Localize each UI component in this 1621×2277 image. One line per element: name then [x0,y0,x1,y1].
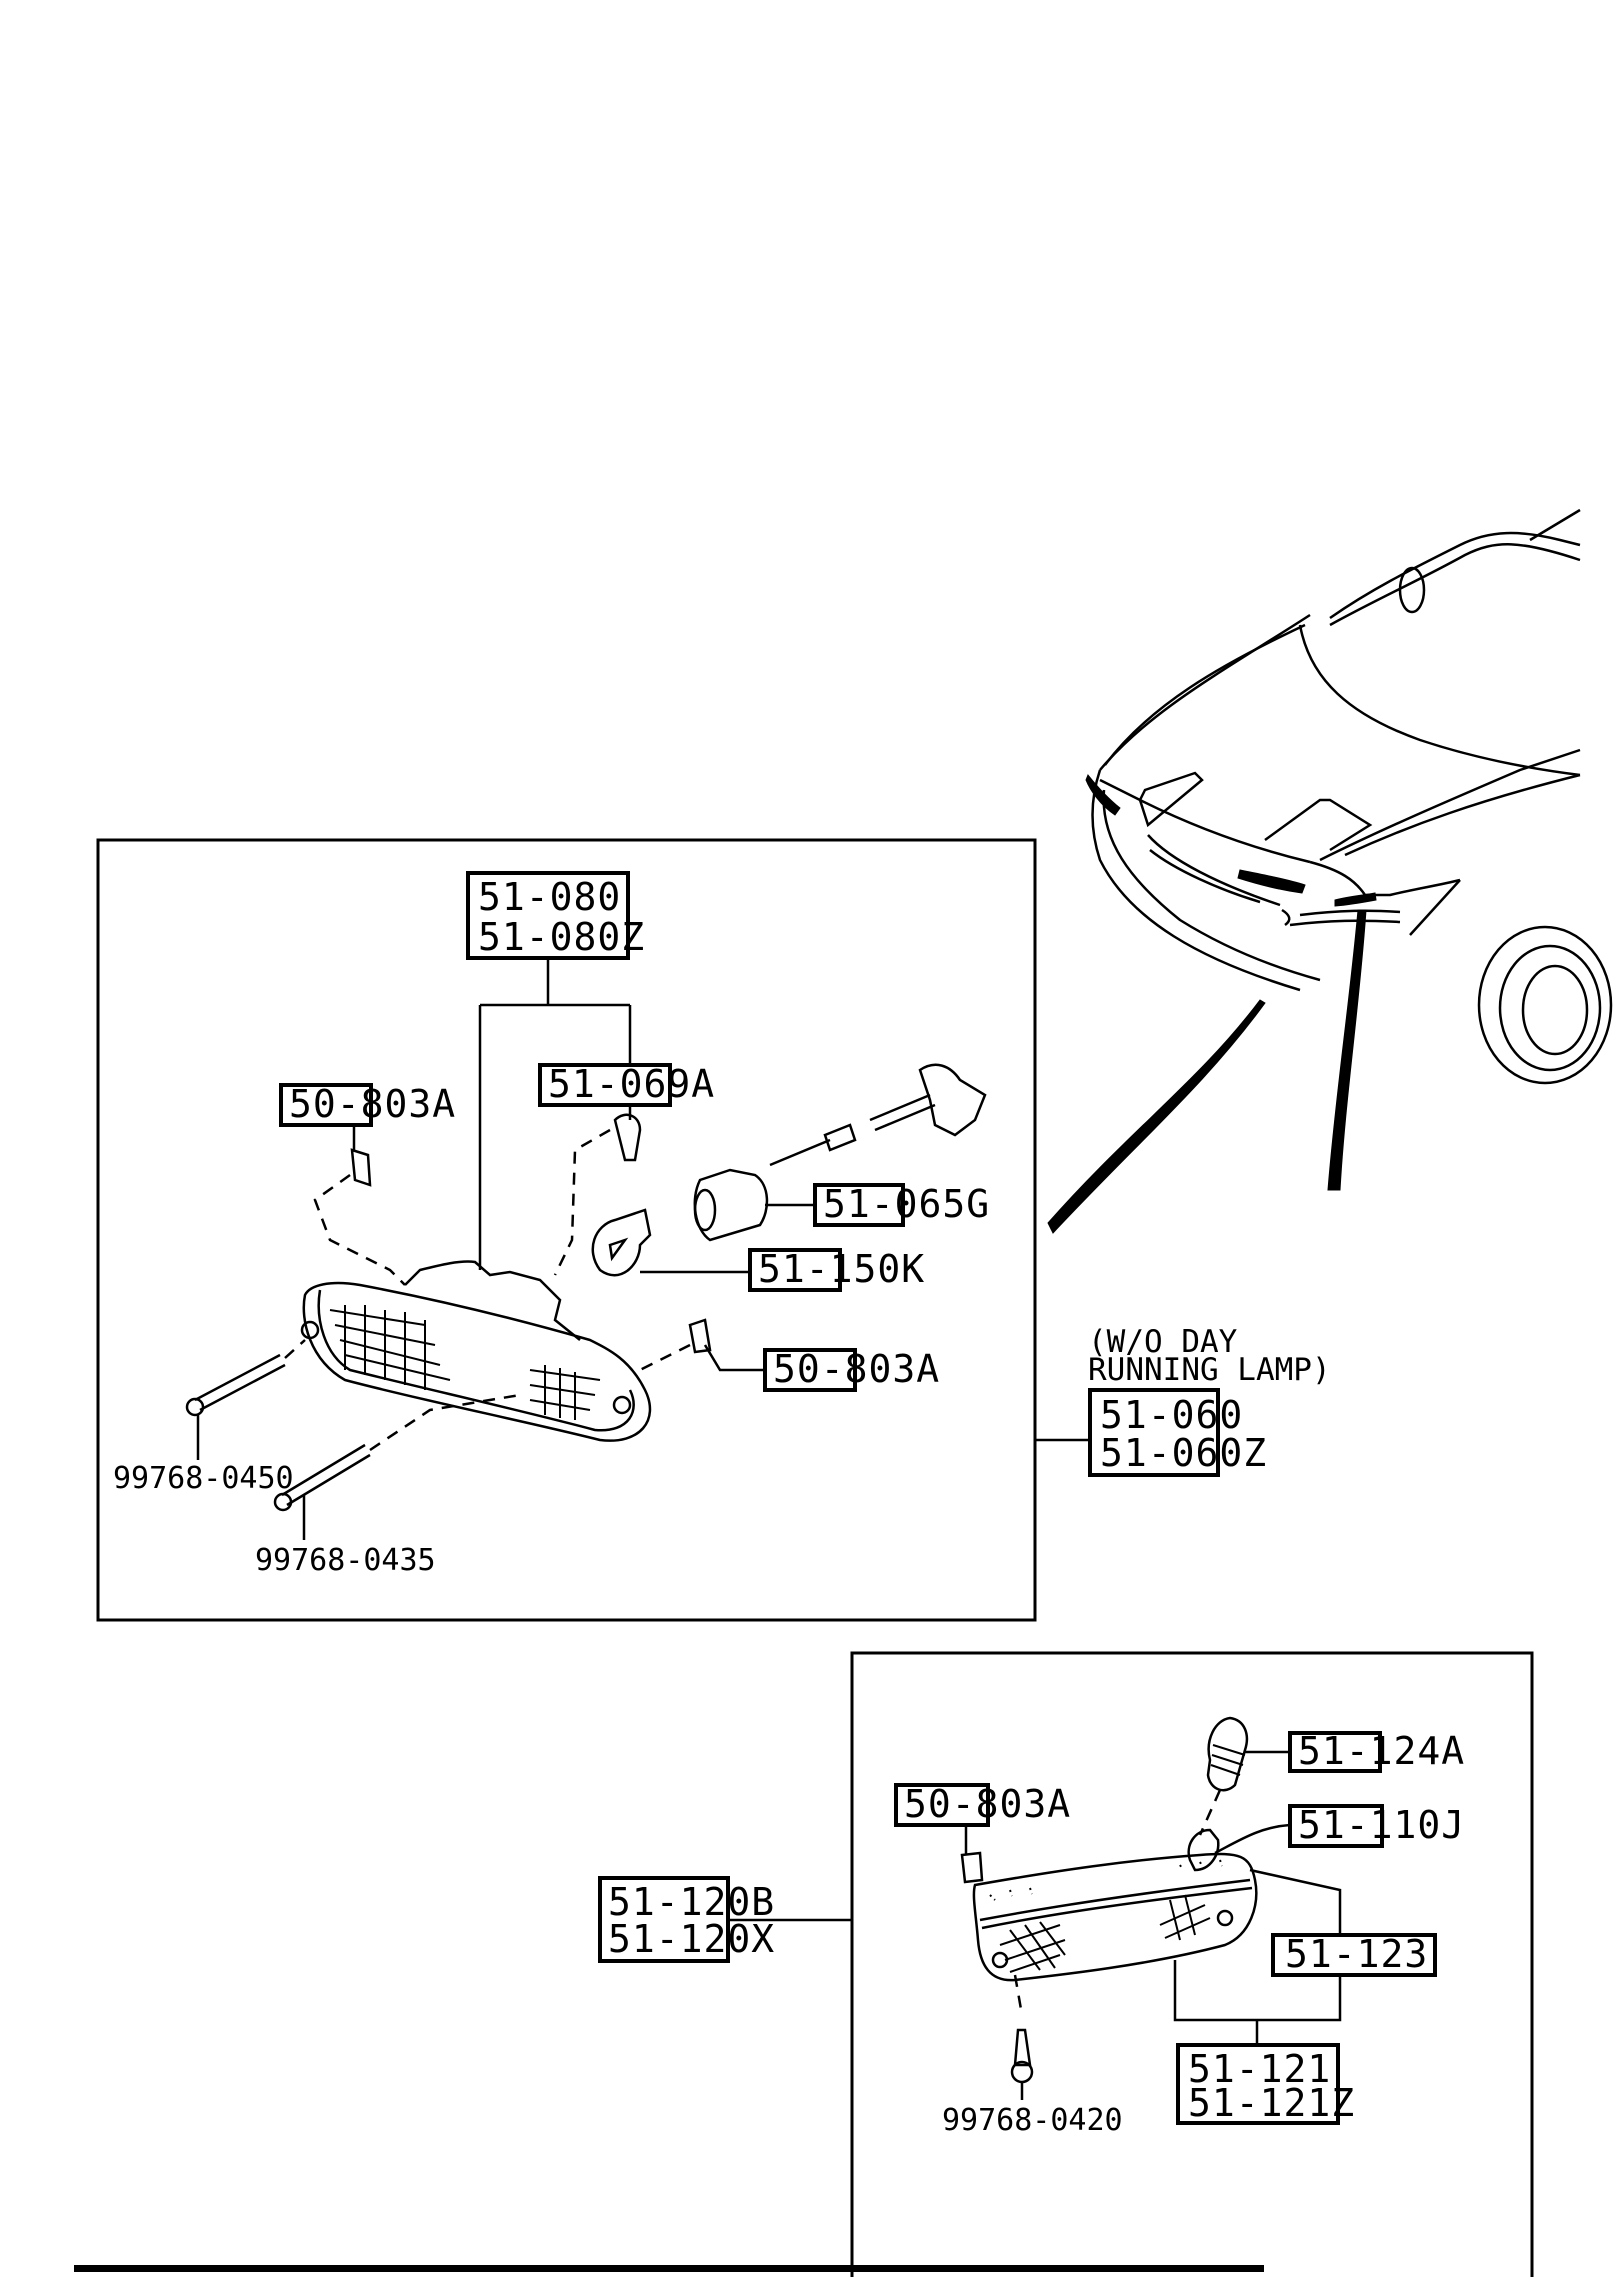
svg-text:51-110J: 51-110J [1298,1803,1465,1847]
car-illustration [1047,508,1613,1234]
part-label-50-803A-upper[interactable]: 50-803A [279,1082,456,1127]
headlight-cover-left [1138,771,1204,828]
screw-99768-0420 [1010,2028,1034,2100]
svg-text:51-080: 51-080 [478,875,621,919]
svg-text:51-124A: 51-124A [1298,1729,1465,1773]
svg-text:51-150K: 51-150K [758,1247,925,1291]
part-label-51-110J[interactable]: 51-110J [1288,1803,1465,1848]
svg-text:51-060Z: 51-060Z [1100,1431,1267,1475]
screw-99768-0450 [185,1339,306,1460]
headlight-cover-right [1264,798,1373,852]
headlight-slot [1085,774,1121,816]
note-line-1: (W/O DAY [1088,1324,1238,1360]
front-lamp-panel: 51-080 51-080Z 51-069A 50-803A [96,838,1037,1622]
svg-text:51-065G: 51-065G [823,1182,990,1226]
part-label-99768-0450[interactable]: 99768-0450 [113,1461,294,1496]
note-line-2: RUNNING LAMP) [1088,1352,1331,1388]
hood-edge [1104,623,1306,766]
wheel [1477,925,1613,1085]
front-fascia [1091,769,1301,992]
svg-text:50-803A: 50-803A [904,1782,1071,1826]
part-label-51-121[interactable]: 51-121 51-121Z [1176,2043,1355,2125]
pointer-to-side-marker [1327,909,1367,1191]
part-label-51-120B[interactable]: 51-120B 51-120X [598,1876,775,1963]
svg-text:51-120B: 51-120B [608,1880,775,1924]
socket-51-124A [1206,1716,1249,1792]
side-marker-frame [850,1651,1534,2277]
svg-text:51-123: 51-123 [1285,1932,1428,1976]
bottom-rule [74,2265,1264,2272]
svg-text:50-803A: 50-803A [289,1082,456,1126]
part-label-51-123[interactable]: 51-123 [1271,1932,1437,1977]
part-label-99768-0435[interactable]: 99768-0435 [255,1543,436,1578]
pointer-to-front-lamp [1047,999,1266,1234]
part-label-51-080[interactable]: 51-080 51-080Z [466,871,645,960]
part-label-51-069A[interactable]: 51-069A [538,1062,715,1107]
side-marker-lamp-marker [1334,892,1377,907]
clip-nut-lower [688,1318,712,1354]
svg-text:51-121: 51-121 [1188,2047,1331,2091]
part-label-50-803A-marker[interactable]: 50-803A [894,1782,1071,1827]
side-marker-panel: 51-124A 51-110J 50-803A [850,1651,1534,2277]
svg-text:50-803A: 50-803A [773,1347,940,1391]
bulb-51-150K [591,1208,652,1277]
part-label-50-803A-lower[interactable]: 50-803A [763,1347,940,1392]
svg-text:51-069A: 51-069A [548,1062,715,1106]
leader-51-121 [1173,1960,1342,2045]
part-label-51-060[interactable]: 51-060 51-060Z [1088,1388,1267,1477]
front-lamp-frame [96,838,1037,1622]
clip-nut-marker [960,1851,984,1884]
part-label-99768-0420[interactable]: 99768-0420 [942,2103,1123,2138]
windshield-frame [1329,531,1581,620]
svg-text:51-120X: 51-120X [608,1917,775,1961]
screw-99768-0435 [273,1393,521,1540]
bulb-socket-small [613,1113,642,1162]
part-label-51-065G[interactable]: 51-065G [813,1182,990,1227]
leader-51-080 [478,958,632,1270]
front-turn-lamp-body [300,1260,652,1442]
svg-text:51-080Z: 51-080Z [478,915,645,959]
mirror [1398,566,1426,614]
wire-connector [918,1063,987,1137]
svg-text:51-060: 51-060 [1100,1393,1243,1437]
front-turn-lamp-marker [1237,869,1306,894]
bulb-51-110J [1187,1828,1220,1872]
side-marker-lamp-body [972,1852,1258,1982]
clip-nut-upper [350,1148,372,1187]
part-label-51-124A[interactable]: 51-124A [1288,1729,1465,1773]
part-label-51-150K[interactable]: 51-150K [748,1247,925,1292]
svg-text:51-121Z: 51-121Z [1188,2081,1355,2125]
